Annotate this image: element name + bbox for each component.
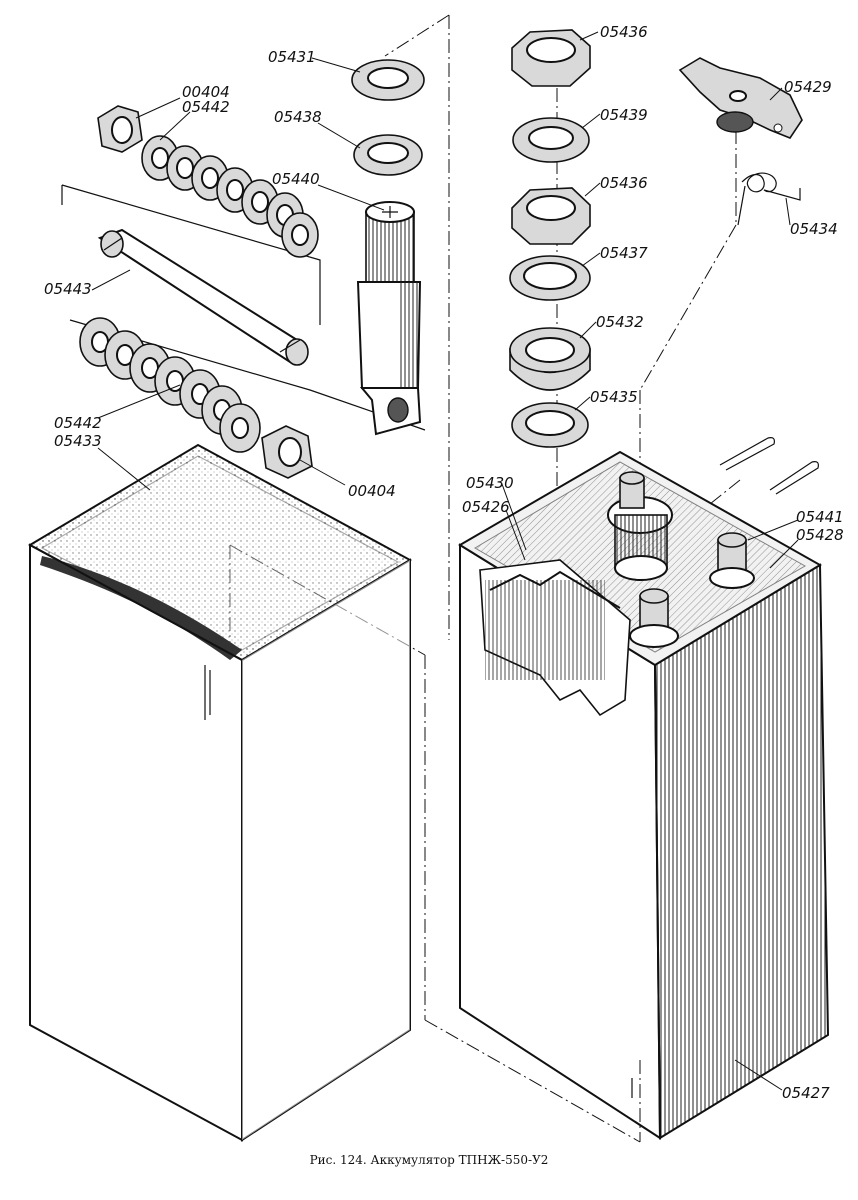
label-05440: 05440 [272, 170, 320, 188]
label-05435: 05435 [590, 388, 638, 406]
vent-neck [607, 496, 673, 581]
vent-cap-05429 [678, 57, 803, 139]
label-05436-mid: 05436 [600, 174, 648, 192]
label-05436-top: 05436 [600, 23, 648, 41]
label-05427: 05427 [782, 1084, 830, 1102]
label-05432: 05432 [596, 313, 644, 331]
terminal-posts [619, 471, 755, 648]
washer-stack-bottom [79, 317, 261, 453]
label-05429: 05429 [784, 78, 832, 96]
nut-washer-stack [509, 29, 591, 448]
bushing-05432 [509, 327, 591, 391]
spring-05434 [737, 172, 801, 226]
washer-stack-top [141, 135, 319, 258]
bolt-assembly [61, 105, 426, 479]
cotter-pins [719, 437, 819, 495]
label-05431: 05431 [268, 48, 316, 66]
label-05443: 05443 [44, 280, 92, 298]
label-00404-bottom: 00404 [348, 482, 396, 500]
label-05441: 05441 [796, 508, 844, 526]
label-05438: 05438 [274, 108, 322, 126]
label-05428: 05428 [796, 526, 844, 544]
leader-lines [91, 31, 799, 1091]
label-05430: 05430 [466, 474, 514, 492]
pin-05440 [356, 201, 422, 436]
label-00404-top: 00404 [182, 83, 230, 101]
label-05426: 05426 [462, 498, 510, 516]
battery-cell-05427 [458, 450, 830, 1140]
label-05434: 05434 [790, 220, 838, 238]
part-labels: 05431 05438 05440 00404 05442 05443 0544… [44, 23, 844, 1102]
cutaway-plates [479, 559, 631, 717]
label-05442-bottom: 05442 [54, 414, 102, 432]
figure-caption: Рис. 124. Аккумулятор ТПНЖ-550-У2 [309, 1153, 549, 1167]
label-05442-top: 05442 [182, 98, 230, 116]
label-05437: 05437 [600, 244, 648, 262]
label-05439: 05439 [600, 106, 648, 124]
terminal-pin-stack [351, 59, 425, 436]
outer-case-05433 [27, 443, 413, 1142]
bolt-05443 [97, 228, 309, 366]
label-05433: 05433 [54, 432, 102, 450]
